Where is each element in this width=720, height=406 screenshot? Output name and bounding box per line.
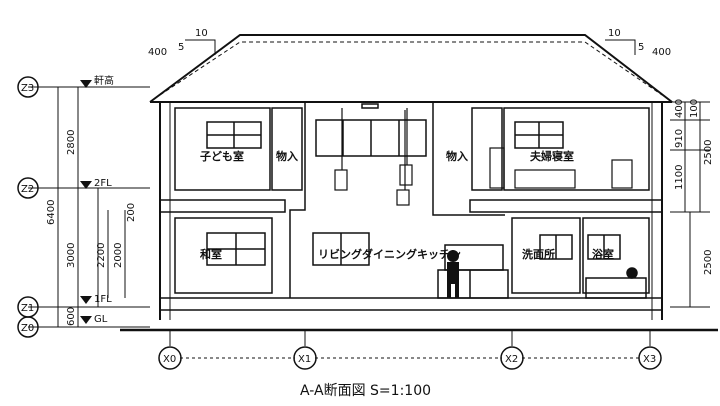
level-marker-2fl [80,181,92,189]
room-label-kids: 子ども室 [200,149,244,163]
kitchen-counter [437,244,509,299]
level-z1: Z1 [21,303,34,314]
level-marker-gl [80,316,92,324]
grid-circle-x1 [293,346,317,370]
slope-right-run: 10 [608,28,621,39]
dim-total: 6400 [46,200,57,225]
room-bath [582,217,650,294]
grid-circle-x2 [500,346,524,370]
grid-circle-x3 [638,346,662,370]
room-label-storage-left: 物入 [276,149,298,163]
slope-left-run: 10 [195,28,208,39]
level-top-label: 軒高 [94,74,114,87]
room-label-storage-right: 物入 [446,149,468,163]
room-label-wash: 洗面所 [522,247,555,261]
level-circle-z3 [17,76,39,98]
person-figure [447,250,459,298]
grid-lines [169,330,651,359]
ldk-right-wall [432,102,505,216]
level-marker-1fl [80,296,92,304]
room-label-japanese: 和室 [200,247,222,261]
bathtub [585,267,647,299]
grid-label-x1: X1 [298,354,311,365]
dim-ceiling-1f: 2200 [96,243,107,268]
slope-symbol-right [605,39,636,55]
ceiling-fixture [361,103,379,109]
grid-label-x0: X0 [163,354,176,365]
eave-left-dim: 400 [148,47,167,58]
room-label-ldk: リビングダイニングキッチン [318,247,461,261]
room-storage-left [271,107,303,191]
room-master [503,107,650,191]
dim-right-top-a: 400 [674,99,685,118]
roof-outline [149,34,673,103]
room-wash [511,217,581,294]
level-z3: Z3 [21,83,34,94]
level-gl-label: GL [94,314,108,325]
room-label-master: 夫婦寝室 [530,149,574,163]
dim-lower: 3000 [66,243,77,268]
level-2fl-label: 2FL [94,178,112,189]
level-circle-z0 [17,316,39,338]
room-storage-right [471,107,503,191]
dim-right-lower-upper: 1100 [674,165,685,190]
dim-right-total-2f: 2500 [703,140,714,165]
dim-fl1-gl: 600 [66,307,77,326]
floor-1f [159,297,663,311]
level-marker-top [80,80,92,88]
room-japanese [174,217,273,294]
slope-symbol-left [185,39,216,55]
grid-label-x3: X3 [643,354,656,365]
floor-2f-right [469,199,663,213]
drawing-title: A-A断面図 S=1:100 [300,383,431,399]
room-kids [174,107,271,191]
level-z2: Z2 [21,184,34,195]
dim-sill-1f: 200 [126,203,137,222]
pendant-lights [334,108,413,206]
level-1fl-label: 1FL [94,294,112,305]
right-dimension-lines [670,101,710,308]
dim-right-top-b: 100 [689,99,700,118]
level-circle-z2 [17,177,39,199]
left-dimension-lines [28,86,150,328]
level-z0: Z0 [21,323,34,334]
ldk-left-wall [289,102,306,298]
slope-left-rise: 5 [178,42,184,53]
dim-window-1f: 2000 [113,243,124,268]
floor-2f-left [159,199,286,213]
dim-right-total-1f: 2500 [703,250,714,275]
dim-upper: 2800 [66,130,77,155]
grid-circle-x0 [158,346,182,370]
windows [206,119,621,266]
grid-label-x2: X2 [505,354,518,365]
eave-right-dim: 400 [652,47,671,58]
room-label-bath: 浴室 [592,247,614,261]
roof-dashed [159,41,663,96]
slope-right-rise: 5 [638,42,644,53]
master-furniture [489,147,633,189]
dim-right-window: 910 [674,129,685,148]
